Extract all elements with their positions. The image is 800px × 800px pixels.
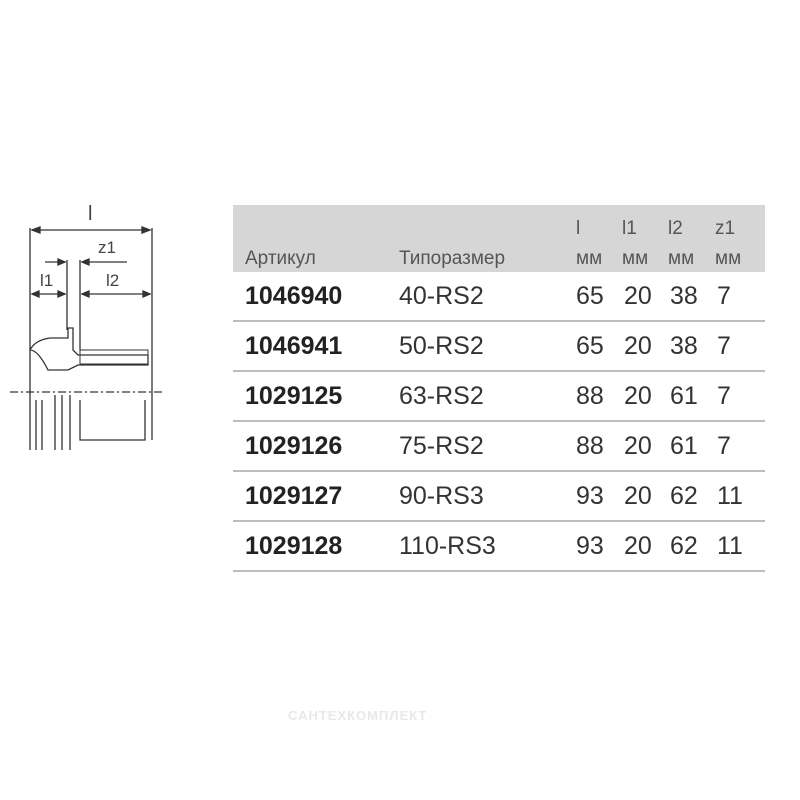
cell-z1: 11 <box>717 482 743 510</box>
header-l-unit: мм <box>576 248 603 269</box>
header-l2: l2 <box>668 218 683 239</box>
header-l: l <box>576 218 581 239</box>
cell-size: 63-RS2 <box>399 382 484 410</box>
label-z1: z1 <box>98 238 116 257</box>
table-row: 1029127 90-RS3 93 20 62 11 <box>233 472 765 522</box>
cell-l2: 38 <box>670 332 698 360</box>
cell-size: 90-RS3 <box>399 482 484 510</box>
cell-l1: 20 <box>624 332 652 360</box>
cell-l: 65 <box>576 282 604 310</box>
cell-article: 1029126 <box>245 432 343 460</box>
cell-l1: 20 <box>624 382 652 410</box>
cell-z1: 7 <box>717 332 731 360</box>
cell-article: 1046941 <box>245 332 343 360</box>
cell-l2: 62 <box>670 482 698 510</box>
header-l1-unit: мм <box>622 248 649 269</box>
cell-l: 88 <box>576 432 604 460</box>
fitting-drawing: l z1 l1 l2 <box>10 203 165 450</box>
cell-l2: 61 <box>670 382 698 410</box>
cell-article: 1029125 <box>245 382 343 410</box>
spec-table: Артикул Типоразмер l мм l1 мм l2 мм z1 м… <box>233 205 765 572</box>
table-header: Артикул Типоразмер l мм l1 мм l2 мм z1 м… <box>233 205 765 272</box>
table-row: 1029126 75-RS2 88 20 61 7 <box>233 422 765 472</box>
header-z1: z1 <box>715 218 736 239</box>
cell-z1: 7 <box>717 432 731 460</box>
cell-l1: 20 <box>624 482 652 510</box>
header-article: Артикул <box>245 248 316 269</box>
cell-l1: 20 <box>624 432 652 460</box>
cell-size: 75-RS2 <box>399 432 484 460</box>
cell-size: 40-RS2 <box>399 282 484 310</box>
cell-z1: 11 <box>717 532 743 560</box>
watermark-logo: САНТЕХКОМПЛЕКТ <box>288 708 428 723</box>
label-l: l <box>88 203 92 225</box>
table-row: 1029125 63-RS2 88 20 61 7 <box>233 372 765 422</box>
cell-z1: 7 <box>717 282 731 310</box>
table-row: 1046941 50-RS2 65 20 38 7 <box>233 322 765 372</box>
table-row: 1046940 40-RS2 65 20 38 7 <box>233 272 765 322</box>
cell-l: 93 <box>576 532 604 560</box>
cell-article: 1029128 <box>245 532 343 560</box>
cell-size: 110-RS3 <box>399 532 496 560</box>
cell-l2: 61 <box>670 432 698 460</box>
header-size: Типоразмер <box>399 248 506 269</box>
label-l1: l1 <box>40 271 53 290</box>
cell-l1: 20 <box>624 532 652 560</box>
header-l1: l1 <box>622 218 637 239</box>
cell-l: 88 <box>576 382 604 410</box>
table-row: 1029128 110-RS3 93 20 62 11 <box>233 522 765 572</box>
cell-l2: 62 <box>670 532 698 560</box>
cell-z1: 7 <box>717 382 731 410</box>
cell-article: 1029127 <box>245 482 343 510</box>
cell-l: 93 <box>576 482 604 510</box>
cell-l: 65 <box>576 332 604 360</box>
cell-article: 1046940 <box>245 282 343 310</box>
header-z1-unit: мм <box>715 248 742 269</box>
cell-l1: 20 <box>624 282 652 310</box>
cell-size: 50-RS2 <box>399 332 484 360</box>
header-l2-unit: мм <box>668 248 695 269</box>
cell-l2: 38 <box>670 282 698 310</box>
label-l2: l2 <box>106 271 119 290</box>
